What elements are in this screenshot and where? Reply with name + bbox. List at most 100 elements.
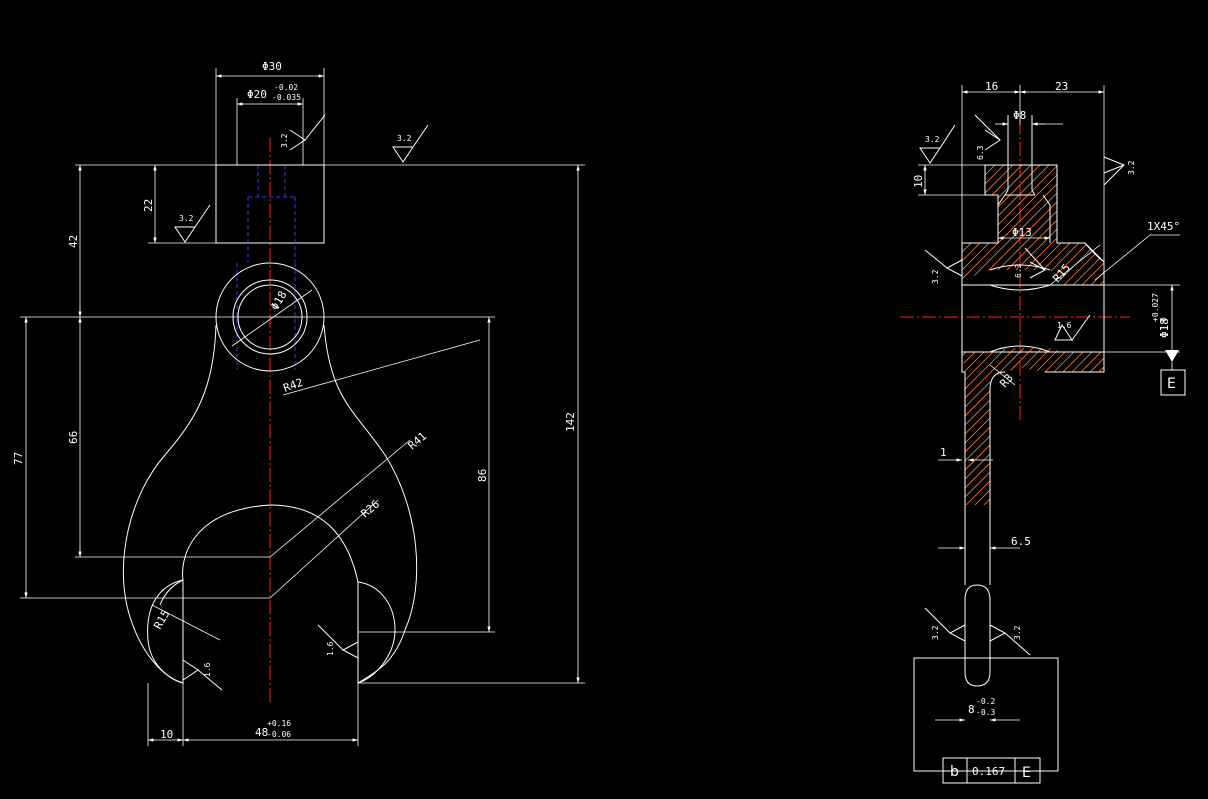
roughness-left-fork: 1.6 <box>203 662 212 677</box>
roughness-symbol <box>989 624 1031 656</box>
dim-d13: Φ13 <box>1012 226 1032 239</box>
roughness-right-fork: 1.6 <box>326 641 335 656</box>
hatch-line <box>962 165 1010 285</box>
dim-d18-lower: 0 <box>1159 317 1168 322</box>
dim-w48: 48 <box>255 726 268 739</box>
roughness-top-surface: 3.2 <box>397 134 412 143</box>
side-view: 16 23 Φ8 Φ13 10 1X45° R15 R3 Φ18 +0.027 … <box>790 80 1208 784</box>
hatch-line <box>1058 165 1104 285</box>
dim-r15: R15 <box>151 608 172 632</box>
hidden-thread <box>236 165 296 370</box>
hatch-line <box>1014 348 1104 505</box>
hatch-line <box>978 348 1104 505</box>
hatch-line <box>962 165 974 285</box>
roughness-symbol <box>182 659 199 681</box>
hatch-line <box>962 348 1104 505</box>
tolerance-value: 0.167 <box>972 765 1005 778</box>
roughness-side-bore-right: 1.6 <box>1057 321 1072 330</box>
hatch-line <box>1077 348 1104 505</box>
hatch-line <box>969 348 1104 505</box>
hatch-line <box>962 348 1055 505</box>
dim-h10: 10 <box>912 175 925 188</box>
tolerance-frame <box>942 757 1041 784</box>
roughness-side-left-mid: 3.2 <box>931 269 940 284</box>
dim-d20-lower: -0.035 <box>272 93 301 102</box>
tolerance-symbol: b <box>950 764 959 780</box>
hatch-line <box>1068 348 1104 505</box>
hatch-line <box>962 348 1104 505</box>
dim-w23: 23 <box>1055 80 1068 93</box>
roughness-symbol <box>1024 247 1047 279</box>
roughness-symbol <box>924 249 963 277</box>
hatch-line <box>962 348 1037 505</box>
hatch-line <box>962 348 1028 505</box>
dim-h42: 42 <box>67 235 80 248</box>
dim-d20: Φ20 <box>247 88 267 101</box>
fork-slot <box>964 584 991 687</box>
hatch-line <box>962 348 974 505</box>
hatch-line <box>1095 348 1104 505</box>
roughness-symbol <box>317 624 359 659</box>
hatch-line <box>1067 165 1104 285</box>
hatch-line <box>962 165 1019 285</box>
side-section-outline <box>961 164 1105 505</box>
dim-w16: 16 <box>985 80 998 93</box>
lever-body-outline <box>122 324 418 684</box>
roughness-side-fork-right: 3.2 <box>1013 625 1022 640</box>
dim-w8: 8 <box>968 703 975 716</box>
dim-w10: 10 <box>160 728 173 741</box>
fork-outline <box>913 657 1059 772</box>
hatch-line <box>1040 165 1104 285</box>
roughness-symbol <box>174 204 211 243</box>
dim-d30: Φ30 <box>262 60 282 73</box>
hatch-line <box>962 165 1028 285</box>
dim-r41: R41 <box>406 430 430 453</box>
section-hatch-bottom <box>790 345 1208 510</box>
right-fork-arc <box>357 581 396 684</box>
dim-h66: 66 <box>67 431 80 444</box>
dim-r42: R42 <box>282 376 305 395</box>
hatch-line <box>962 348 1104 505</box>
dim-h22: 22 <box>142 199 155 212</box>
roughness-symbol <box>1054 314 1091 341</box>
dim-chamfer: 1X45° <box>1147 220 1180 233</box>
dim-h77: 77 <box>12 452 25 465</box>
hatch-line <box>1105 345 1208 510</box>
hatch-line <box>962 348 992 505</box>
hatch-line <box>962 348 1019 505</box>
roughness-top-vertical: 3.2 <box>280 133 289 148</box>
left-fork-arc <box>159 579 184 606</box>
roughness-symbol <box>1103 156 1126 186</box>
roughness-step: 3.2 <box>179 214 194 223</box>
roughness-side-fork-left: 3.2 <box>931 625 940 640</box>
hatch-line <box>962 348 1001 505</box>
roughness-side-top-left: 3.2 <box>925 135 940 144</box>
dim-w8-upper: -0.2 <box>976 697 995 706</box>
left-fork-r15 <box>147 579 184 684</box>
dim-r3: R3 <box>997 371 1015 390</box>
tolerance-datum: E <box>1022 765 1031 781</box>
dim-d18-side: Φ18 <box>1158 318 1171 338</box>
hatch-line <box>790 345 955 510</box>
dim-w48-lower: -0.06 <box>267 730 291 739</box>
hatch-line <box>962 165 992 285</box>
roughness-symbol <box>392 124 429 163</box>
hatch-line <box>962 348 1091 505</box>
hatch-line <box>1086 348 1104 505</box>
hatch-line <box>1076 165 1104 285</box>
hatch-line <box>1059 348 1104 505</box>
front-view: Φ30 Φ20 -0.02 -0.035 Φ18 42 22 66 77 86 … <box>12 60 585 746</box>
dim-w48-upper: +0.16 <box>267 719 291 728</box>
dim-r26: R26 <box>359 498 383 521</box>
hatch-line <box>962 348 1100 505</box>
roughness-symbol <box>974 114 1001 151</box>
hatch-line <box>1049 165 1104 285</box>
hatch-line <box>1005 348 1104 505</box>
roughness-symbol <box>924 607 966 642</box>
hatch-line <box>962 348 1010 505</box>
hatch-line <box>962 348 965 505</box>
roughness-side-top-right: 3.2 <box>1127 160 1136 175</box>
dim-h86: 86 <box>476 469 489 482</box>
hatch-line <box>962 165 1073 285</box>
